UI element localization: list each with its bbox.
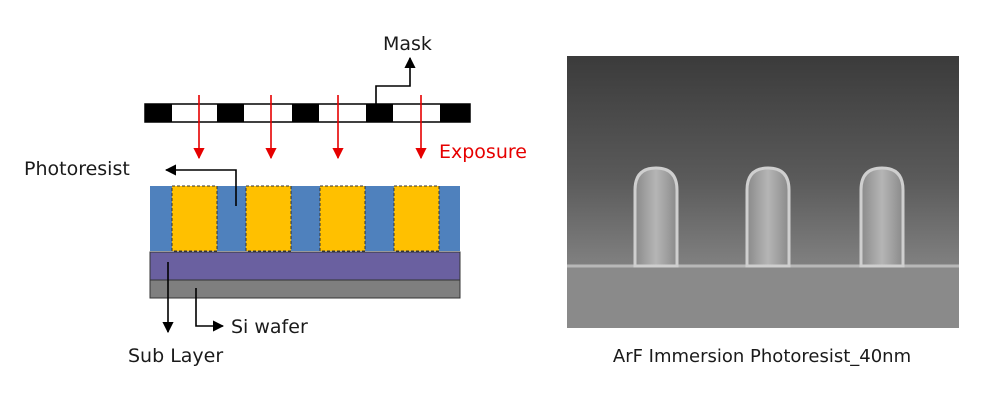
exposed-region: [393, 185, 440, 252]
mask-callout-arrow: [375, 56, 416, 104]
exposed-region: [245, 185, 292, 252]
sub-layer: [149, 251, 461, 281]
exposure-arrows: [193, 95, 427, 160]
sem-image: [567, 56, 959, 328]
mask-label: Mask: [383, 33, 432, 55]
sub-layer-label: Sub Layer: [128, 345, 223, 367]
si-wafer-label: Si wafer: [231, 316, 308, 338]
resist-pillar: [745, 166, 791, 268]
exposed-region: [171, 185, 218, 252]
photoresist-label: Photoresist: [24, 158, 130, 180]
mask-bar: [144, 103, 471, 123]
schematic-diagram: Mask Exposure Photoresist Si wafer Sub L…: [24, 33, 527, 367]
resist-pillar: [633, 166, 679, 268]
photoresist-callout-arrow: [164, 164, 237, 206]
resist-pillar: [859, 166, 905, 268]
sem-caption: ArF Immersion Photoresist_40nm: [613, 346, 911, 367]
si-wafer-callout-arrow: [195, 288, 225, 332]
exposure-label: Exposure: [439, 141, 527, 163]
exposed-region: [319, 185, 366, 252]
photoresist-layer: [150, 185, 460, 252]
si-wafer: [149, 279, 461, 299]
